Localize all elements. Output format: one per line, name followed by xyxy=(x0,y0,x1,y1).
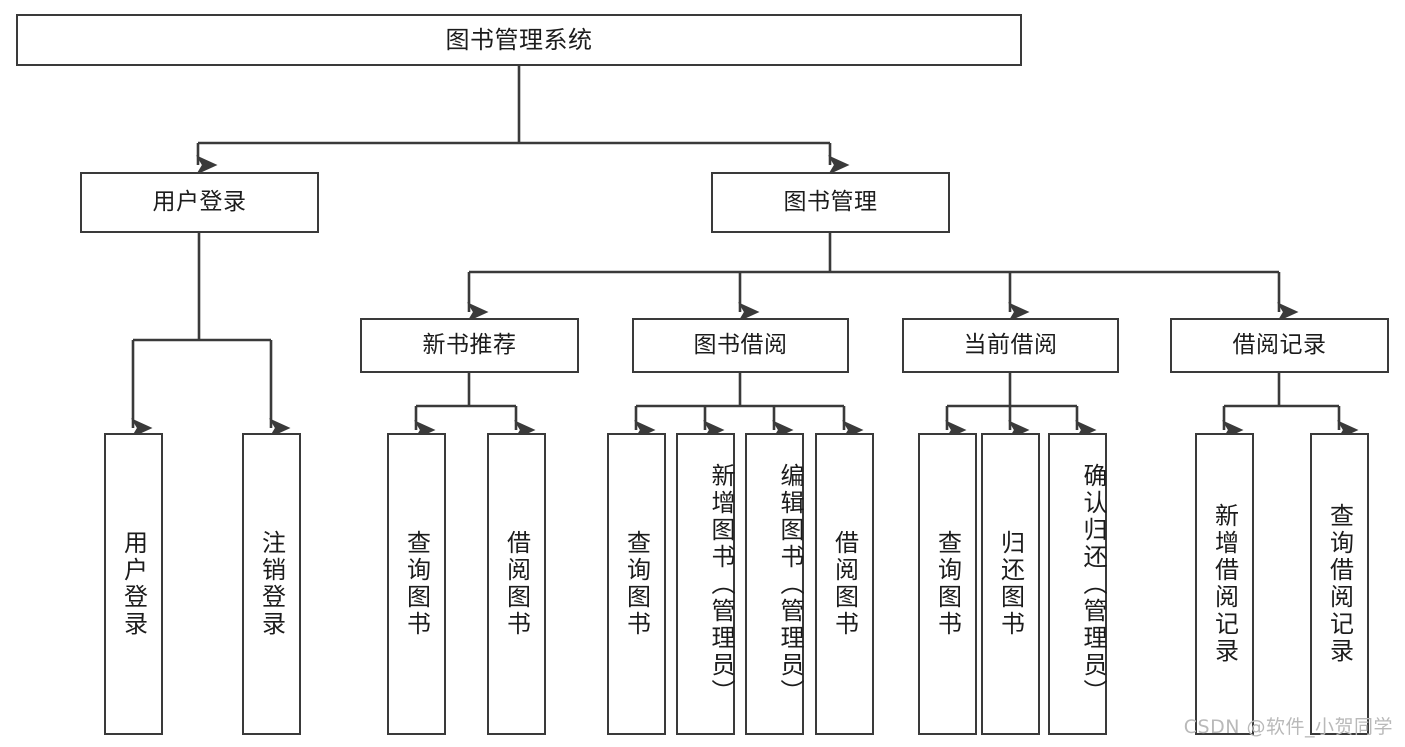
node-label: 用户登录 xyxy=(152,188,247,215)
node-current-borrow[interactable]: 当前借阅 xyxy=(902,318,1119,373)
leaf-book-borrow-edit-book-admin[interactable]: 编辑图书（管理员） xyxy=(745,433,804,735)
node-label: 借阅图书 xyxy=(502,530,531,638)
leaf-current-borrow-return-book[interactable]: 归还图书 xyxy=(981,433,1040,735)
node-label: 查询图书 xyxy=(622,530,651,638)
node-label: 新增图书（管理员） xyxy=(707,462,735,706)
node-book-borrow[interactable]: 图书借阅 xyxy=(632,318,849,373)
leaf-current-borrow-query-book[interactable]: 查询图书 xyxy=(918,433,977,735)
node-label: 查询借阅记录 xyxy=(1325,503,1354,665)
leaf-current-borrow-confirm-return-admin[interactable]: 确认归还（管理员） xyxy=(1048,433,1107,735)
node-borrow-record[interactable]: 借阅记录 xyxy=(1170,318,1389,373)
node-label: 图书管理 xyxy=(783,188,878,215)
leaf-new-book-borrow-book[interactable]: 借阅图书 xyxy=(487,433,546,735)
node-label: 借阅图书 xyxy=(830,530,859,638)
node-label: 查询图书 xyxy=(933,530,962,638)
node-label: 图书借阅 xyxy=(693,331,788,358)
node-label: 当前借阅 xyxy=(963,331,1058,358)
node-user-login[interactable]: 用户登录 xyxy=(80,172,319,233)
node-label: 编辑图书（管理员） xyxy=(776,462,804,706)
node-label: 新增借阅记录 xyxy=(1210,503,1239,665)
leaf-user-login-login[interactable]: 用户登录 xyxy=(104,433,163,735)
node-label: 借阅记录 xyxy=(1232,331,1327,358)
leaf-user-login-logout[interactable]: 注销登录 xyxy=(242,433,301,735)
node-label: 新书推荐 xyxy=(422,331,517,358)
leaf-book-borrow-add-book-admin[interactable]: 新增图书（管理员） xyxy=(676,433,735,735)
csdn-watermark: CSDN @软件_小贺同学 xyxy=(1183,716,1393,738)
node-book-management[interactable]: 图书管理 xyxy=(711,172,950,233)
leaf-borrow-record-add-record[interactable]: 新增借阅记录 xyxy=(1195,433,1254,735)
leaf-borrow-record-query-record[interactable]: 查询借阅记录 xyxy=(1310,433,1369,735)
node-label: 确认归还（管理员） xyxy=(1079,462,1107,706)
leaf-book-borrow-query-book[interactable]: 查询图书 xyxy=(607,433,666,735)
leaf-new-book-query-book[interactable]: 查询图书 xyxy=(387,433,446,735)
node-label: 用户登录 xyxy=(119,530,148,638)
node-label: 注销登录 xyxy=(257,530,286,638)
leaf-book-borrow-borrow-book[interactable]: 借阅图书 xyxy=(815,433,874,735)
node-root-book-management-system[interactable]: 图书管理系统 xyxy=(16,14,1022,66)
node-label: 图书管理系统 xyxy=(445,25,593,54)
node-label: 归还图书 xyxy=(996,530,1025,638)
node-new-book-recommend[interactable]: 新书推荐 xyxy=(360,318,579,373)
node-label: 查询图书 xyxy=(402,530,431,638)
